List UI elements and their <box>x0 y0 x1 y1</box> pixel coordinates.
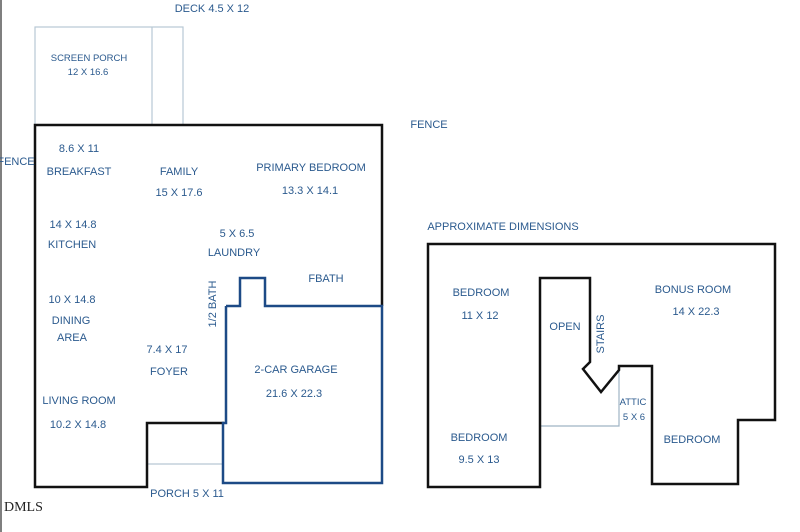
kitchen-dim: 14 X 14.8 <box>49 219 97 231</box>
attic-label: ATTIC <box>619 397 647 408</box>
fence-label-top: FENCE <box>410 119 448 131</box>
primary-bedroom-dim: 13.3 X 14.1 <box>281 185 339 197</box>
garage-walls <box>221 276 384 485</box>
approximate-dimensions-label: APPROXIMATE DIMENSIONS <box>427 221 579 233</box>
screen-porch-outline <box>34 26 184 126</box>
attic-outline <box>541 370 620 427</box>
fbath-label: FBATH <box>308 273 344 285</box>
half-bath-label: 1/2 BATH <box>207 280 219 328</box>
bedroom-1-label: BEDROOM <box>452 287 510 299</box>
living-room-label: LIVING ROOM <box>42 395 116 407</box>
laundry-label: LAUNDRY <box>207 247 261 259</box>
upper-floor-walls <box>426 242 777 489</box>
bedroom-2-dim: 9.5 X 13 <box>458 454 500 466</box>
bonus-room-label: BONUS ROOM <box>654 284 732 296</box>
dining-label-2: AREA <box>57 332 87 344</box>
laundry-dim: 5 X 6.5 <box>219 228 255 240</box>
primary-bedroom-label: PRIMARY BEDROOM <box>256 162 366 174</box>
bonus-room-dim: 14 X 22.3 <box>672 306 720 318</box>
open-label: OPEN <box>549 321 581 333</box>
fence-label-left: FENCE <box>0 156 35 168</box>
dmls-watermark: DMLS <box>4 500 43 515</box>
foyer-dim: 7.4 X 17 <box>146 344 188 356</box>
porch-label: PORCH 5 X 11 <box>150 488 224 500</box>
bedroom-1-dim: 11 X 12 <box>461 310 499 322</box>
dining-dim: 10 X 14.8 <box>48 294 96 306</box>
deck-label: DECK 4.5 X 12 <box>174 3 250 15</box>
family-label: FAMILY <box>159 166 199 178</box>
light-lines <box>34 26 620 465</box>
breakfast-dim: 8.6 X 11 <box>58 143 100 155</box>
bedroom-2-label: BEDROOM <box>450 432 508 444</box>
kitchen-label: KITCHEN <box>47 239 97 251</box>
garage-label: 2-CAR GARAGE <box>254 364 338 376</box>
screen-porch-label: SCREEN PORCH <box>50 53 128 64</box>
family-dim: 15 X 17.6 <box>155 187 203 199</box>
stairs-label: STAIRS <box>595 314 607 354</box>
bedroom-3-label: BEDROOM <box>663 434 721 446</box>
breakfast-label: BREAKFAST <box>46 166 112 178</box>
main-floor-walls <box>33 123 384 489</box>
foyer-label: FOYER <box>150 366 188 378</box>
garage-dim: 21.6 X 22.3 <box>265 388 323 400</box>
dining-label: DINING <box>51 315 91 327</box>
screen-porch-dim: 12 X 16.6 <box>67 67 109 78</box>
living-room-dim: 10.2 X 14.8 <box>49 419 107 431</box>
attic-dim: 5 X 6 <box>622 412 646 423</box>
